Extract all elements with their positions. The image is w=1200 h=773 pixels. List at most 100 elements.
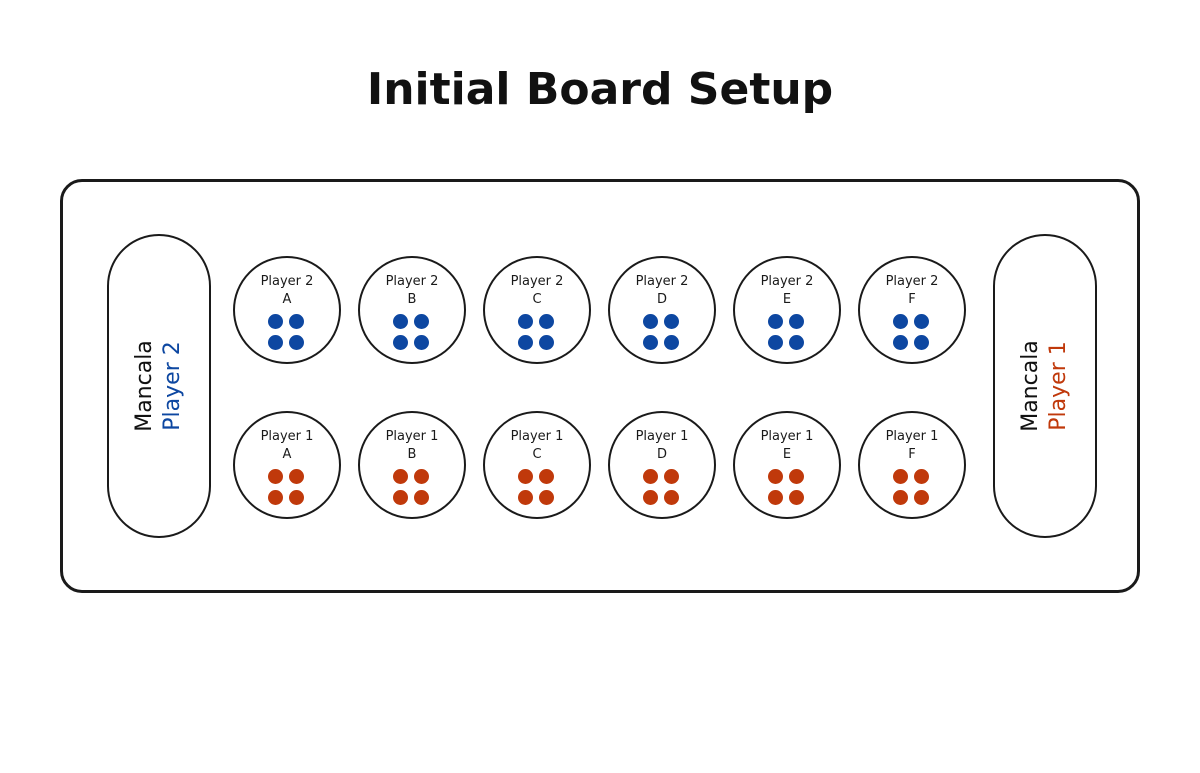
pit-player-1-a[interactable]: Player 1 A [233,411,341,519]
seed [393,490,408,505]
seed [393,469,408,484]
pit-owner-label: Player 1 [885,429,939,444]
pit-letter-label: D [656,292,667,307]
seed [518,314,533,329]
seed [893,469,908,484]
pit-letter-label: C [532,292,542,307]
pit-owner-label: Player 1 [510,429,564,444]
seed-group [643,314,683,354]
seed-group [268,469,308,509]
pit-owner-label: Player 2 [510,274,564,289]
seed [768,490,783,505]
seed [643,314,658,329]
seed [414,469,429,484]
seed [664,335,679,350]
seed [914,490,929,505]
seed [268,469,283,484]
seed [768,469,783,484]
seed-group [518,314,558,354]
pit-player-1-b[interactable]: Player 1 B [358,411,466,519]
store-player-1[interactable]: Mancala Player 1 [993,234,1097,538]
seed [664,490,679,505]
page-title: Initial Board Setup [366,64,834,115]
seed [268,335,283,350]
seed [768,335,783,350]
pit-letter-label: A [282,292,292,307]
pit-player-2-d[interactable]: Player 2 D [608,256,716,364]
seed [893,314,908,329]
seed [518,335,533,350]
seed [289,469,304,484]
seed [664,469,679,484]
seed [768,314,783,329]
seed [789,335,804,350]
pit-player-2-c[interactable]: Player 2 C [483,256,591,364]
seed [539,335,554,350]
seed [789,490,804,505]
store-title: Mancala [132,340,157,432]
pit-letter-label: E [782,447,792,462]
seed [414,335,429,350]
pit-letter-label: F [908,447,916,462]
seed [539,314,554,329]
seed [914,335,929,350]
seed [539,469,554,484]
pit-player-1-e[interactable]: Player 1 E [733,411,841,519]
seed [664,314,679,329]
seed [289,490,304,505]
store-owner: Player 2 [160,341,185,431]
pit-player-1-f[interactable]: Player 1 F [858,411,966,519]
seed [414,314,429,329]
store-title: Mancala [1018,340,1043,432]
seed [268,490,283,505]
seed [789,469,804,484]
seed [289,335,304,350]
pit-player-1-d[interactable]: Player 1 D [608,411,716,519]
pit-owner-label: Player 1 [760,429,814,444]
pit-letter-label: F [908,292,916,307]
seed [643,335,658,350]
seed [289,314,304,329]
pit-owner-label: Player 1 [635,429,689,444]
seed-group [768,469,808,509]
seed-group [893,314,933,354]
mancala-board [60,179,1140,593]
seed [539,490,554,505]
seed [518,490,533,505]
pit-owner-label: Player 2 [635,274,689,289]
seed [914,469,929,484]
pit-owner-label: Player 2 [760,274,814,289]
seed-group [768,314,808,354]
pit-owner-label: Player 1 [260,429,314,444]
pit-letter-label: C [532,447,542,462]
pit-owner-label: Player 2 [385,274,439,289]
store-player-2[interactable]: Mancala Player 2 [107,234,211,538]
seed-group [268,314,308,354]
pit-letter-label: D [656,447,667,462]
store-owner: Player 1 [1046,341,1071,431]
pit-letter-label: B [407,447,417,462]
seed [268,314,283,329]
pit-letter-label: A [282,447,292,462]
seed-group [393,469,433,509]
seed-group [393,314,433,354]
seed [643,469,658,484]
seed-group [893,469,933,509]
seed [914,314,929,329]
pit-player-2-f[interactable]: Player 2 F [858,256,966,364]
pit-player-2-a[interactable]: Player 2 A [233,256,341,364]
seed [414,490,429,505]
seed [643,490,658,505]
pit-owner-label: Player 2 [260,274,314,289]
seed [393,335,408,350]
seed-group [643,469,683,509]
pit-owner-label: Player 1 [385,429,439,444]
pit-owner-label: Player 2 [885,274,939,289]
pit-player-1-c[interactable]: Player 1 C [483,411,591,519]
seed [893,335,908,350]
seed [893,490,908,505]
seed [518,469,533,484]
store-label-player-1: Mancala Player 1 [1017,340,1073,432]
